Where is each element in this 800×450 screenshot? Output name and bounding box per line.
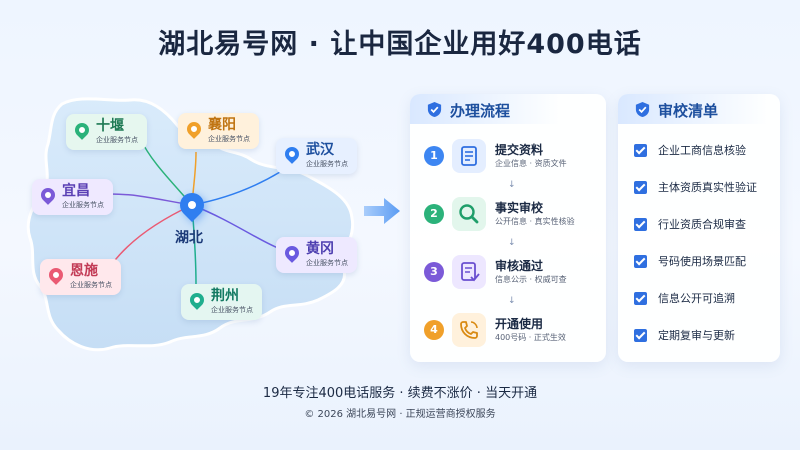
location-pin-icon (72, 120, 92, 140)
step-number: 2 (424, 204, 444, 224)
step-title: 审核通过 (495, 259, 544, 273)
checkbox-checked-icon (634, 181, 647, 194)
down-arrow-icon: ↓ (508, 238, 516, 248)
checklist-heading: 审校清单 (618, 94, 768, 124)
step-desc: 400号码 · 正式生效 (495, 333, 566, 342)
node-name: 武汉 (306, 142, 334, 158)
location-pin-icon (46, 265, 66, 285)
step-number: 1 (424, 146, 444, 166)
step-title: 事实审校 (495, 201, 544, 215)
step-title: 开通使用 (495, 317, 544, 331)
process-step: 4 开通使用 400号码 · 正式生效 (424, 313, 599, 357)
step-number: 4 (424, 320, 444, 340)
checkbox-checked-icon (634, 329, 647, 342)
checklist-item-text: 主体资质真实性验证 (658, 181, 757, 194)
process-heading: 办理流程 (410, 94, 560, 124)
down-arrow-icon: ↓ (508, 180, 516, 190)
location-pin-icon (187, 290, 207, 310)
checklist-item: 行业资质合规审查 (634, 215, 779, 235)
node-shiyan[interactable]: 十堰 企业服务节点 (66, 114, 147, 150)
phone-icon (452, 313, 486, 347)
location-pin-icon (282, 144, 302, 164)
process-step: 3 审核通过 信息公示 · 权威可查 (424, 255, 599, 299)
step-desc: 公开信息 · 真实性核验 (495, 217, 575, 226)
checklist-heading-text: 审校清单 (658, 102, 719, 120)
node-sub: 企业服务节点 (211, 306, 253, 314)
checkbox-checked-icon (634, 218, 647, 231)
node-huanggang[interactable]: 黄冈 企业服务节点 (276, 237, 357, 273)
checklist-card: 审校清单 企业工商信息核验 主体资质真实性验证 行业资质合规审查 号码使用场景匹… (618, 94, 780, 362)
process-step: 2 事实审校 公开信息 · 真实性核验 (424, 197, 599, 241)
checklist-item: 定期复审与更新 (634, 326, 779, 346)
node-name: 襄阳 (208, 117, 236, 133)
step-title: 提交资料 (495, 143, 544, 157)
node-jingzhou[interactable]: 荆州 企业服务节点 (181, 284, 262, 320)
node-name: 荆州 (211, 288, 239, 304)
node-sub: 企业服务节点 (62, 201, 104, 209)
checklist-item-text: 企业工商信息核验 (658, 144, 746, 157)
checklist-item: 主体资质真实性验证 (634, 178, 779, 198)
node-name: 宜昌 (62, 183, 90, 199)
location-pin-icon (184, 119, 204, 139)
node-wuhan[interactable]: 武汉 企业服务节点 (276, 138, 357, 174)
checklist-item: 企业工商信息核验 (634, 141, 779, 161)
node-name: 黄冈 (306, 241, 334, 257)
node-sub: 企业服务节点 (208, 135, 250, 143)
checkbox-checked-icon (634, 292, 647, 305)
node-sub: 企业服务节点 (306, 160, 348, 168)
page-title: 湖北易号网 · 让中国企业用好400电话 (158, 29, 642, 60)
node-name: 恩施 (70, 263, 98, 279)
document-icon (452, 139, 486, 173)
node-name: 十堰 (96, 118, 124, 134)
checkbox-checked-icon (634, 144, 647, 157)
node-sub: 企业服务节点 (96, 136, 138, 144)
approval-doc-icon (452, 255, 486, 289)
step-desc: 信息公示 · 权威可查 (495, 275, 567, 284)
process-heading-text: 办理流程 (450, 102, 511, 120)
checklist-item-text: 行业资质合规审查 (658, 218, 746, 231)
checklist-item-text: 信息公开可追溯 (658, 292, 735, 305)
checklist-item: 号码使用场景匹配 (634, 252, 779, 272)
process-card: 办理流程 (410, 94, 606, 362)
shield-check-icon (427, 101, 442, 118)
checklist-item-text: 定期复审与更新 (658, 329, 735, 342)
process-step: 1 提交资料 企业信息 · 资质文件 (424, 139, 599, 183)
location-pin-icon (38, 185, 58, 205)
node-yichang[interactable]: 宜昌 企业服务节点 (32, 179, 113, 215)
step-number: 3 (424, 262, 444, 282)
checklist-item: 信息公开可追溯 (634, 289, 779, 309)
center-label: 湖北 (175, 230, 203, 246)
node-xiangyang[interactable]: 襄阳 企业服务节点 (178, 113, 259, 149)
node-enshi[interactable]: 恩施 企业服务节点 (40, 259, 121, 295)
node-sub: 企业服务节点 (70, 281, 112, 289)
footer-tagline: 19年专注400电话服务 · 续费不涨价 · 当天开通 (262, 386, 538, 401)
shield-check-icon (635, 101, 650, 118)
magnifier-icon (452, 197, 486, 231)
location-pin-icon (282, 243, 302, 263)
node-sub: 企业服务节点 (306, 259, 348, 267)
checkbox-checked-icon (634, 255, 647, 268)
step-desc: 企业信息 · 资质文件 (495, 159, 567, 168)
down-arrow-icon: ↓ (508, 296, 516, 306)
footer-copyright: © 2026 湖北易号网 · 正规运营商授权服务 (304, 409, 496, 420)
right-arrow-icon (364, 198, 400, 224)
checklist-item-text: 号码使用场景匹配 (658, 255, 746, 268)
